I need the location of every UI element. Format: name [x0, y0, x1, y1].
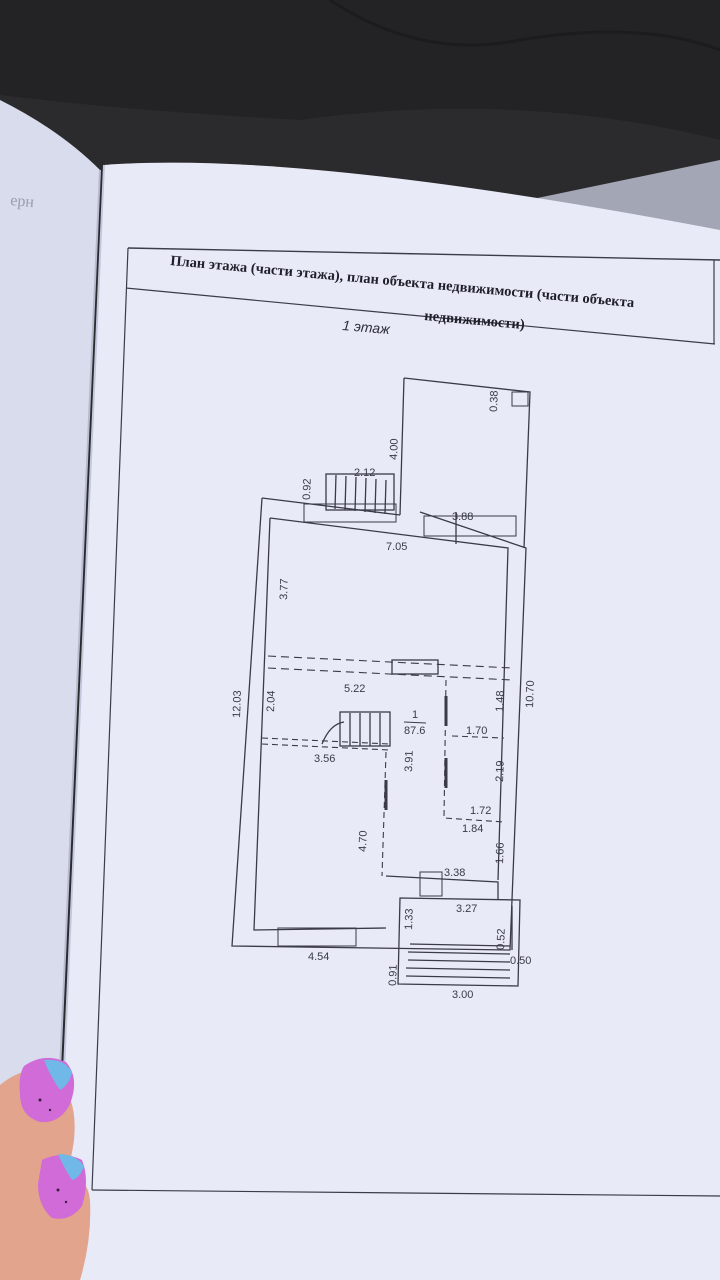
floor-label: 1 этаж — [342, 317, 392, 337]
dim-label: 2.04 — [265, 690, 278, 712]
seat-seam — [329, 0, 720, 52]
dim-label: 3.88 — [452, 511, 473, 523]
dim-label: 4.54 — [308, 951, 329, 963]
dim-label: 3.91 — [403, 750, 416, 772]
dim-label: 1.84 — [462, 823, 483, 835]
dim-label: 4.70 — [357, 830, 370, 852]
seat-upper — [0, 0, 720, 140]
room-fraction-line — [403, 721, 427, 724]
dim-label: 3.27 — [456, 903, 477, 915]
left-page — [0, 100, 100, 1090]
dim-label: 1.48 — [494, 690, 507, 712]
dim-label: 1.66 — [494, 842, 507, 864]
hand — [0, 1057, 91, 1280]
dim-label: 3.00 — [452, 989, 473, 1001]
plan-window-1 — [303, 503, 397, 523]
dim-label: 0.92 — [301, 478, 314, 500]
plan-porch — [397, 897, 521, 987]
dim-label: 3.77 — [278, 578, 291, 600]
dim-label: 0.52 — [495, 928, 508, 950]
dim-label: 12.03 — [231, 690, 244, 718]
main-page — [64, 162, 720, 1280]
room-area: 87.6 — [404, 725, 425, 737]
book-spine — [59, 169, 101, 1071]
floor-plan — [231, 377, 531, 987]
frame-title-divider — [125, 287, 716, 345]
plan-window-3 — [277, 927, 357, 947]
dim-label: 10.70 — [524, 680, 537, 708]
dim-label: 1.33 — [403, 908, 416, 930]
frame-top-line — [127, 247, 720, 261]
plan-stairs-top — [325, 473, 395, 515]
dim-label: 5.22 — [344, 683, 365, 695]
dim-label: 3.56 — [314, 753, 335, 765]
dim-label: 3.38 — [444, 867, 465, 879]
plan-annex-walls — [403, 377, 531, 549]
dim-label: 1.70 — [466, 725, 487, 737]
nail-2-gradient — [58, 1154, 84, 1180]
dim-label: 0.50 — [510, 955, 531, 967]
page-edge — [63, 164, 105, 1071]
frame-left-line — [91, 247, 129, 1191]
dim-label: 0.91 — [387, 964, 400, 986]
frame-bottom-line — [91, 1189, 720, 1197]
dim-label: 2.12 — [354, 467, 375, 479]
plan-window-2 — [423, 515, 517, 537]
dim-label: 2.19 — [494, 760, 507, 782]
plan-stairs-inner — [321, 711, 391, 747]
side-page-fragment: ерн — [10, 192, 35, 211]
room-number: 1 — [412, 709, 418, 721]
dim-label: 4.00 — [388, 438, 401, 460]
dim-label: 0.38 — [488, 390, 501, 412]
nail-1-gradient — [44, 1059, 72, 1090]
dim-label: 7.05 — [386, 541, 407, 553]
dim-label: 1.72 — [470, 805, 491, 817]
plan-dimensions: 2.12 0.92 4.00 0.38 3.88 7.05 3.77 12.03… — [231, 390, 537, 1001]
